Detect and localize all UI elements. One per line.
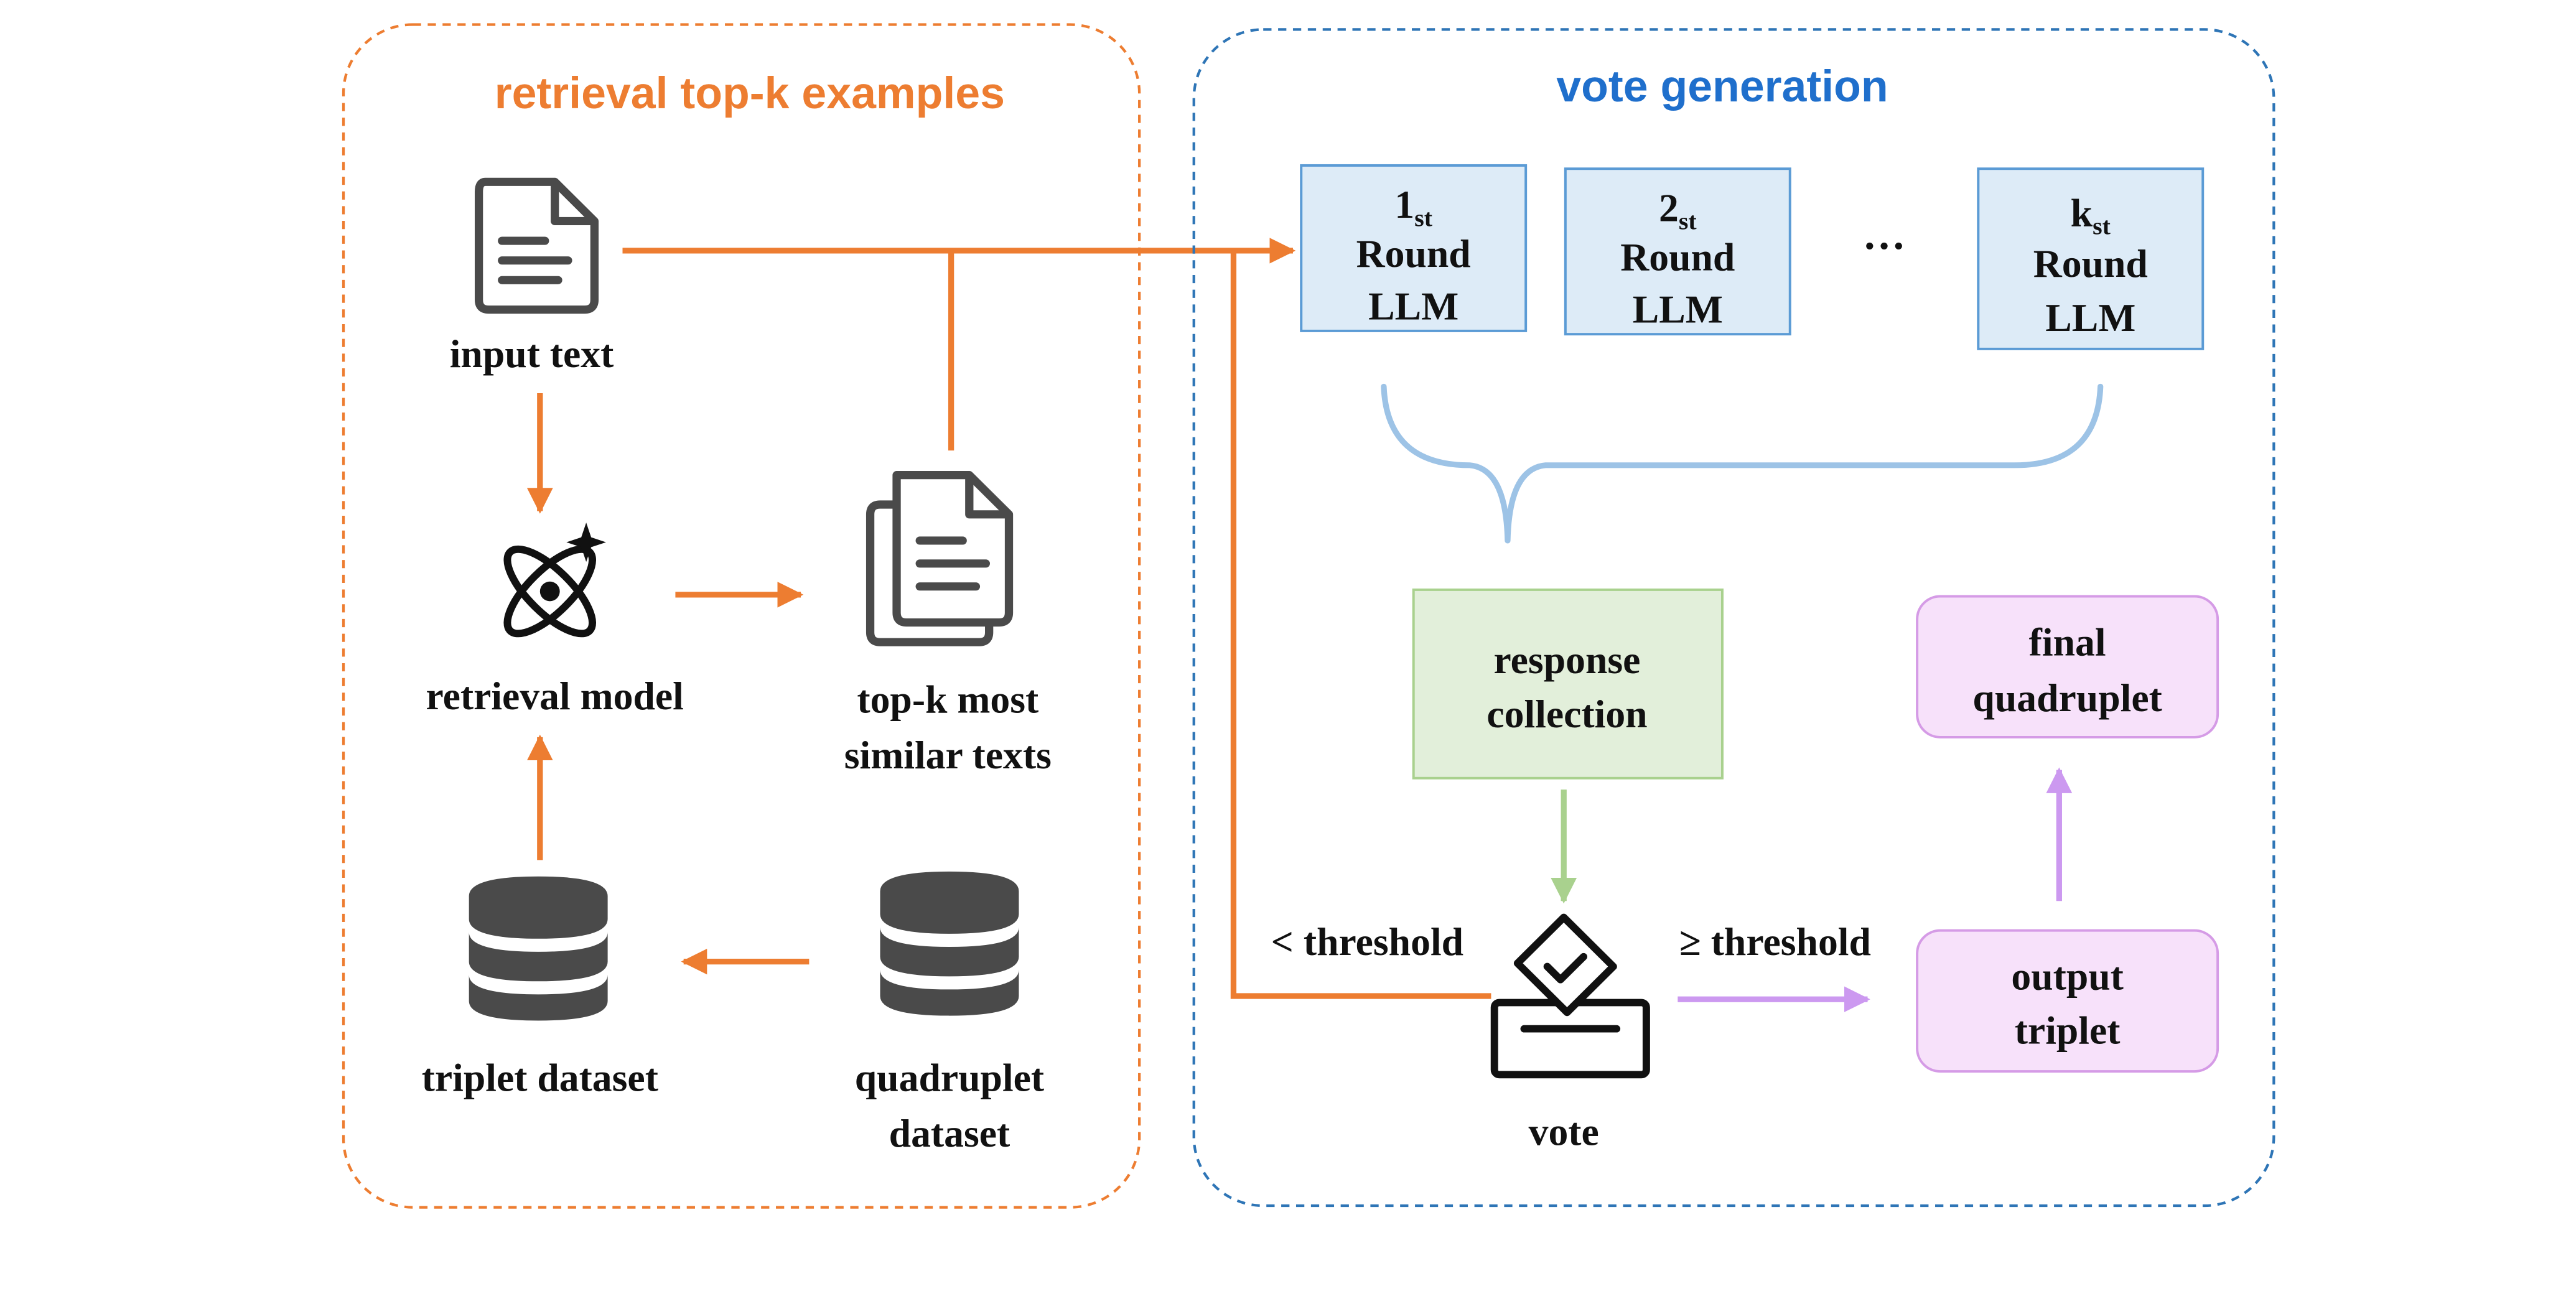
left-panel-title: retrieval top-k examples bbox=[495, 68, 1005, 118]
right-panel-title: vote generation bbox=[1556, 62, 1888, 112]
quadruplet-dataset-label-line2: dataset bbox=[889, 1111, 1010, 1155]
above-threshold-label: ≥ threshold bbox=[1679, 920, 1871, 964]
retrieval-model-label: retrieval model bbox=[426, 674, 683, 718]
llm-round-label: Round bbox=[1620, 235, 1735, 279]
database-icon bbox=[880, 871, 1019, 1016]
left-panel: retrieval top-k examples input text retr… bbox=[342, 23, 1141, 1209]
svg-text:2st: 2st bbox=[1659, 186, 1697, 235]
llm-ordinal-suffix: st bbox=[1414, 205, 1433, 232]
final-quadruplet-box: final quadruplet bbox=[1916, 595, 2219, 738]
right-panel-border bbox=[1192, 28, 2275, 1208]
below-threshold-label: < threshold bbox=[1271, 920, 1463, 964]
final-quadruplet-label-line2: quadruplet bbox=[1972, 676, 2162, 720]
retrieval-model-icon bbox=[503, 522, 606, 638]
llm-grouping-brace bbox=[1381, 383, 2104, 544]
triplet-dataset-label: triplet dataset bbox=[422, 1056, 658, 1100]
output-triplet-label-line1: output bbox=[2011, 954, 2124, 999]
llm-ordinal-suffix: st bbox=[2093, 213, 2111, 240]
llm-ellipsis: … bbox=[1863, 211, 1906, 258]
vote-label: vote bbox=[1529, 1110, 1599, 1154]
response-collection-box: response collection bbox=[1412, 588, 1724, 780]
llm-round-1-box: 1st Round LLM bbox=[1300, 164, 1528, 332]
topk-label-line1: top-k most bbox=[857, 678, 1038, 722]
documents-stack-icon bbox=[866, 471, 1014, 646]
llm-model-label: LLM bbox=[1633, 287, 1723, 332]
llm-model-label: LLM bbox=[1368, 284, 1458, 328]
final-quadruplet-label-line1: final bbox=[2029, 620, 2106, 664]
right-panel: vote generation 1st Round LLM 2st Round … bbox=[1192, 28, 2275, 1208]
ballot-box-icon bbox=[1490, 913, 1650, 1079]
response-collection-label-line2: collection bbox=[1486, 692, 1647, 736]
output-triplet-label-line2: triplet bbox=[2015, 1008, 2121, 1053]
document-icon bbox=[474, 177, 599, 314]
llm-ordinal-suffix: st bbox=[1679, 208, 1697, 235]
output-triplet-box: output triplet bbox=[1916, 929, 2219, 1073]
svg-text:kst: kst bbox=[2071, 191, 2111, 240]
database-icon bbox=[469, 876, 608, 1021]
llm-round-2-box: 2st Round LLM bbox=[1564, 167, 1791, 336]
topk-label-line2: similar texts bbox=[844, 733, 1052, 777]
connector-vote-feedback bbox=[1230, 250, 1491, 999]
llm-round-label: Round bbox=[1356, 231, 1471, 276]
llm-round-label: Round bbox=[2033, 241, 2148, 286]
left-panel-border bbox=[342, 23, 1141, 1209]
llm-ordinal: k bbox=[2071, 191, 2093, 235]
llm-round-k-box: kst Round LLM bbox=[1977, 167, 2205, 350]
llm-model-label: LLM bbox=[2045, 296, 2135, 340]
llm-ordinal: 1 bbox=[1394, 182, 1414, 226]
svg-text:1st: 1st bbox=[1394, 182, 1432, 231]
response-collection-label-line1: response bbox=[1494, 638, 1641, 682]
quadruplet-dataset-label-line1: quadruplet bbox=[855, 1056, 1044, 1100]
input-text-label: input text bbox=[450, 332, 614, 376]
llm-ordinal: 2 bbox=[1659, 186, 1679, 230]
